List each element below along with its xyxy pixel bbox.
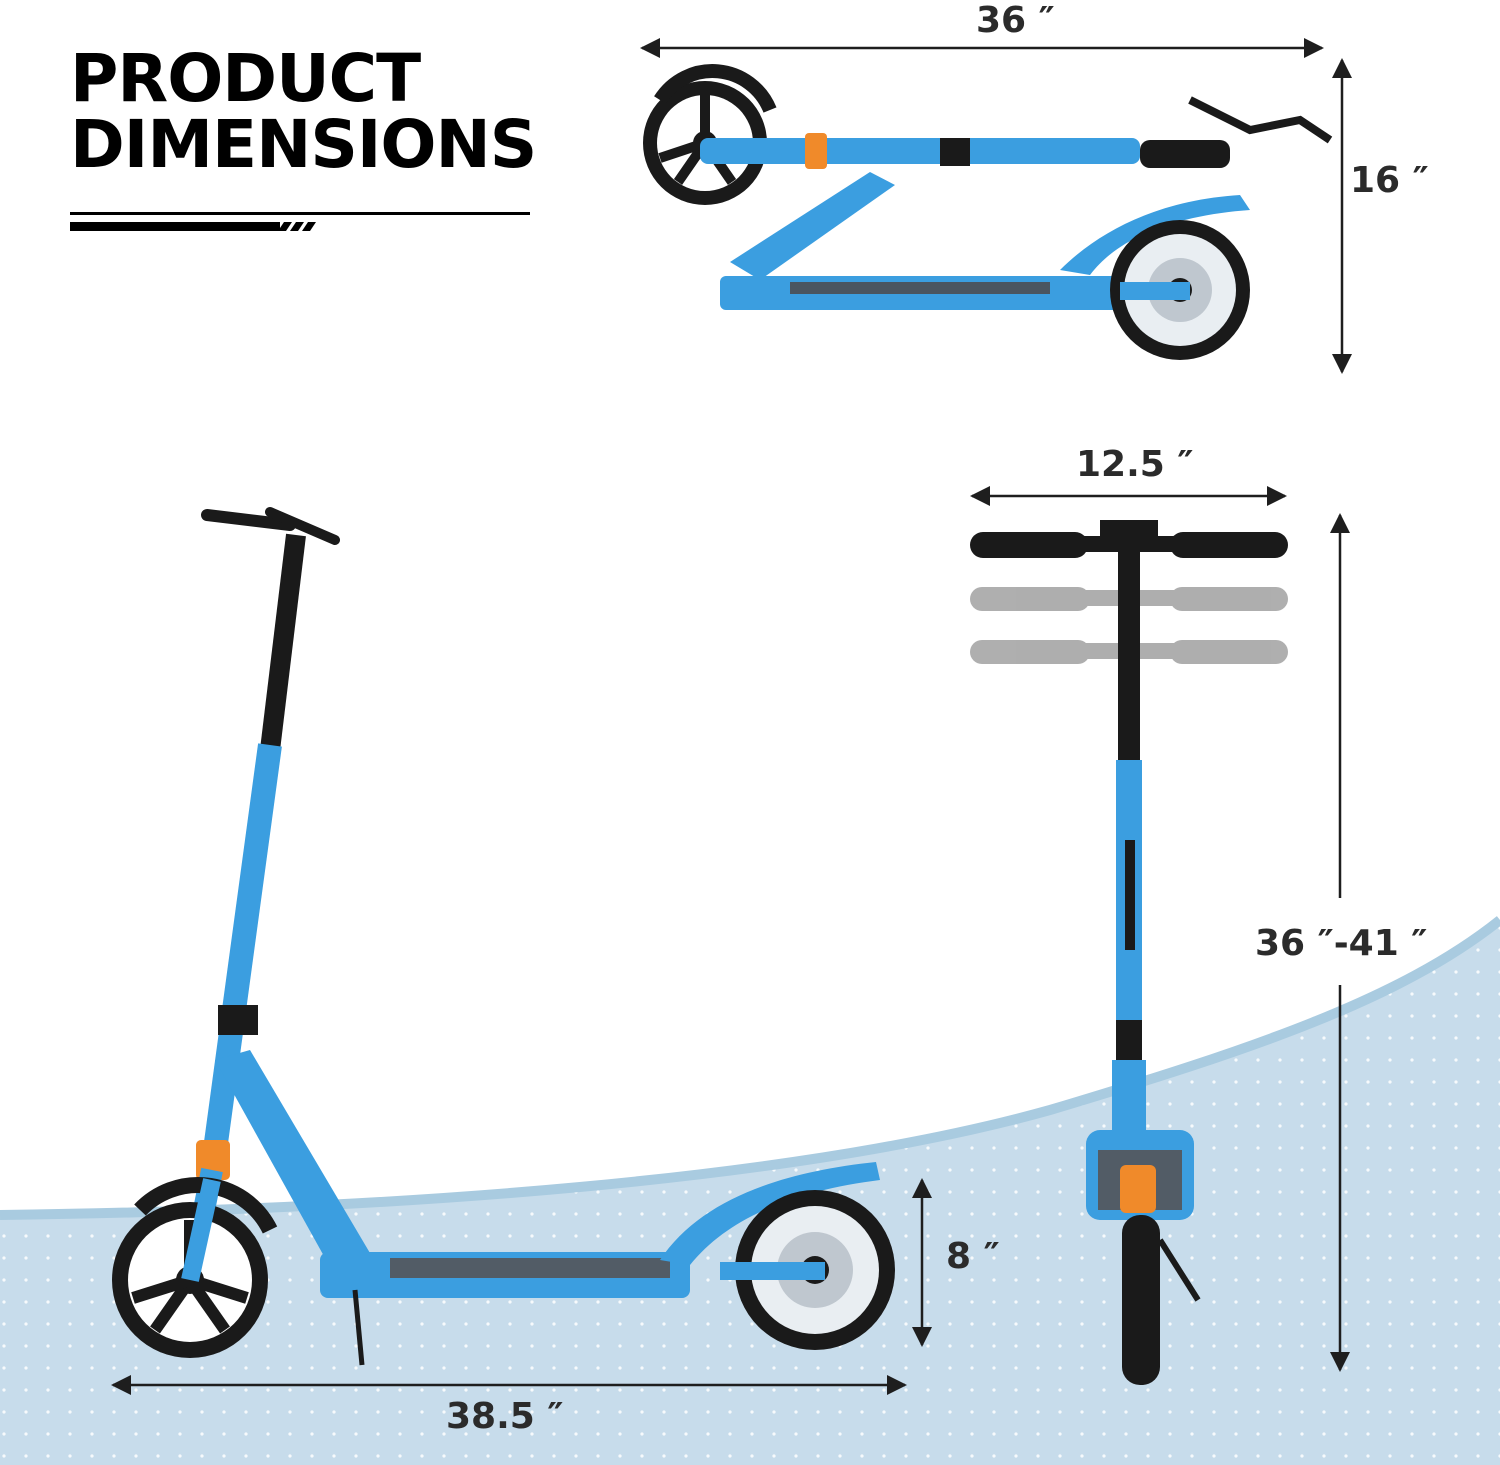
side-view-scooter <box>112 507 895 1366</box>
folded-length-label: 36 ″ <box>976 0 1055 41</box>
title-underline-decoration <box>70 212 530 231</box>
page-title: PRODUCT DIMENSIONS <box>70 40 537 183</box>
folded-scooter <box>643 64 1333 360</box>
title-line-2: DIMENSIONS <box>70 106 537 183</box>
front-view-scooter <box>970 520 1288 1385</box>
handlebar-width-label: 12.5 ″ <box>1076 444 1194 485</box>
handlebar-height-label: 36 ″-41 ″ <box>1255 923 1428 964</box>
total-length-label: 38.5 ″ <box>446 1396 564 1437</box>
wheel-diameter-label: 8 ″ <box>946 1236 1000 1277</box>
title-line-1: PRODUCT <box>70 40 421 117</box>
folded-height-label: 16 ″ <box>1350 160 1429 201</box>
